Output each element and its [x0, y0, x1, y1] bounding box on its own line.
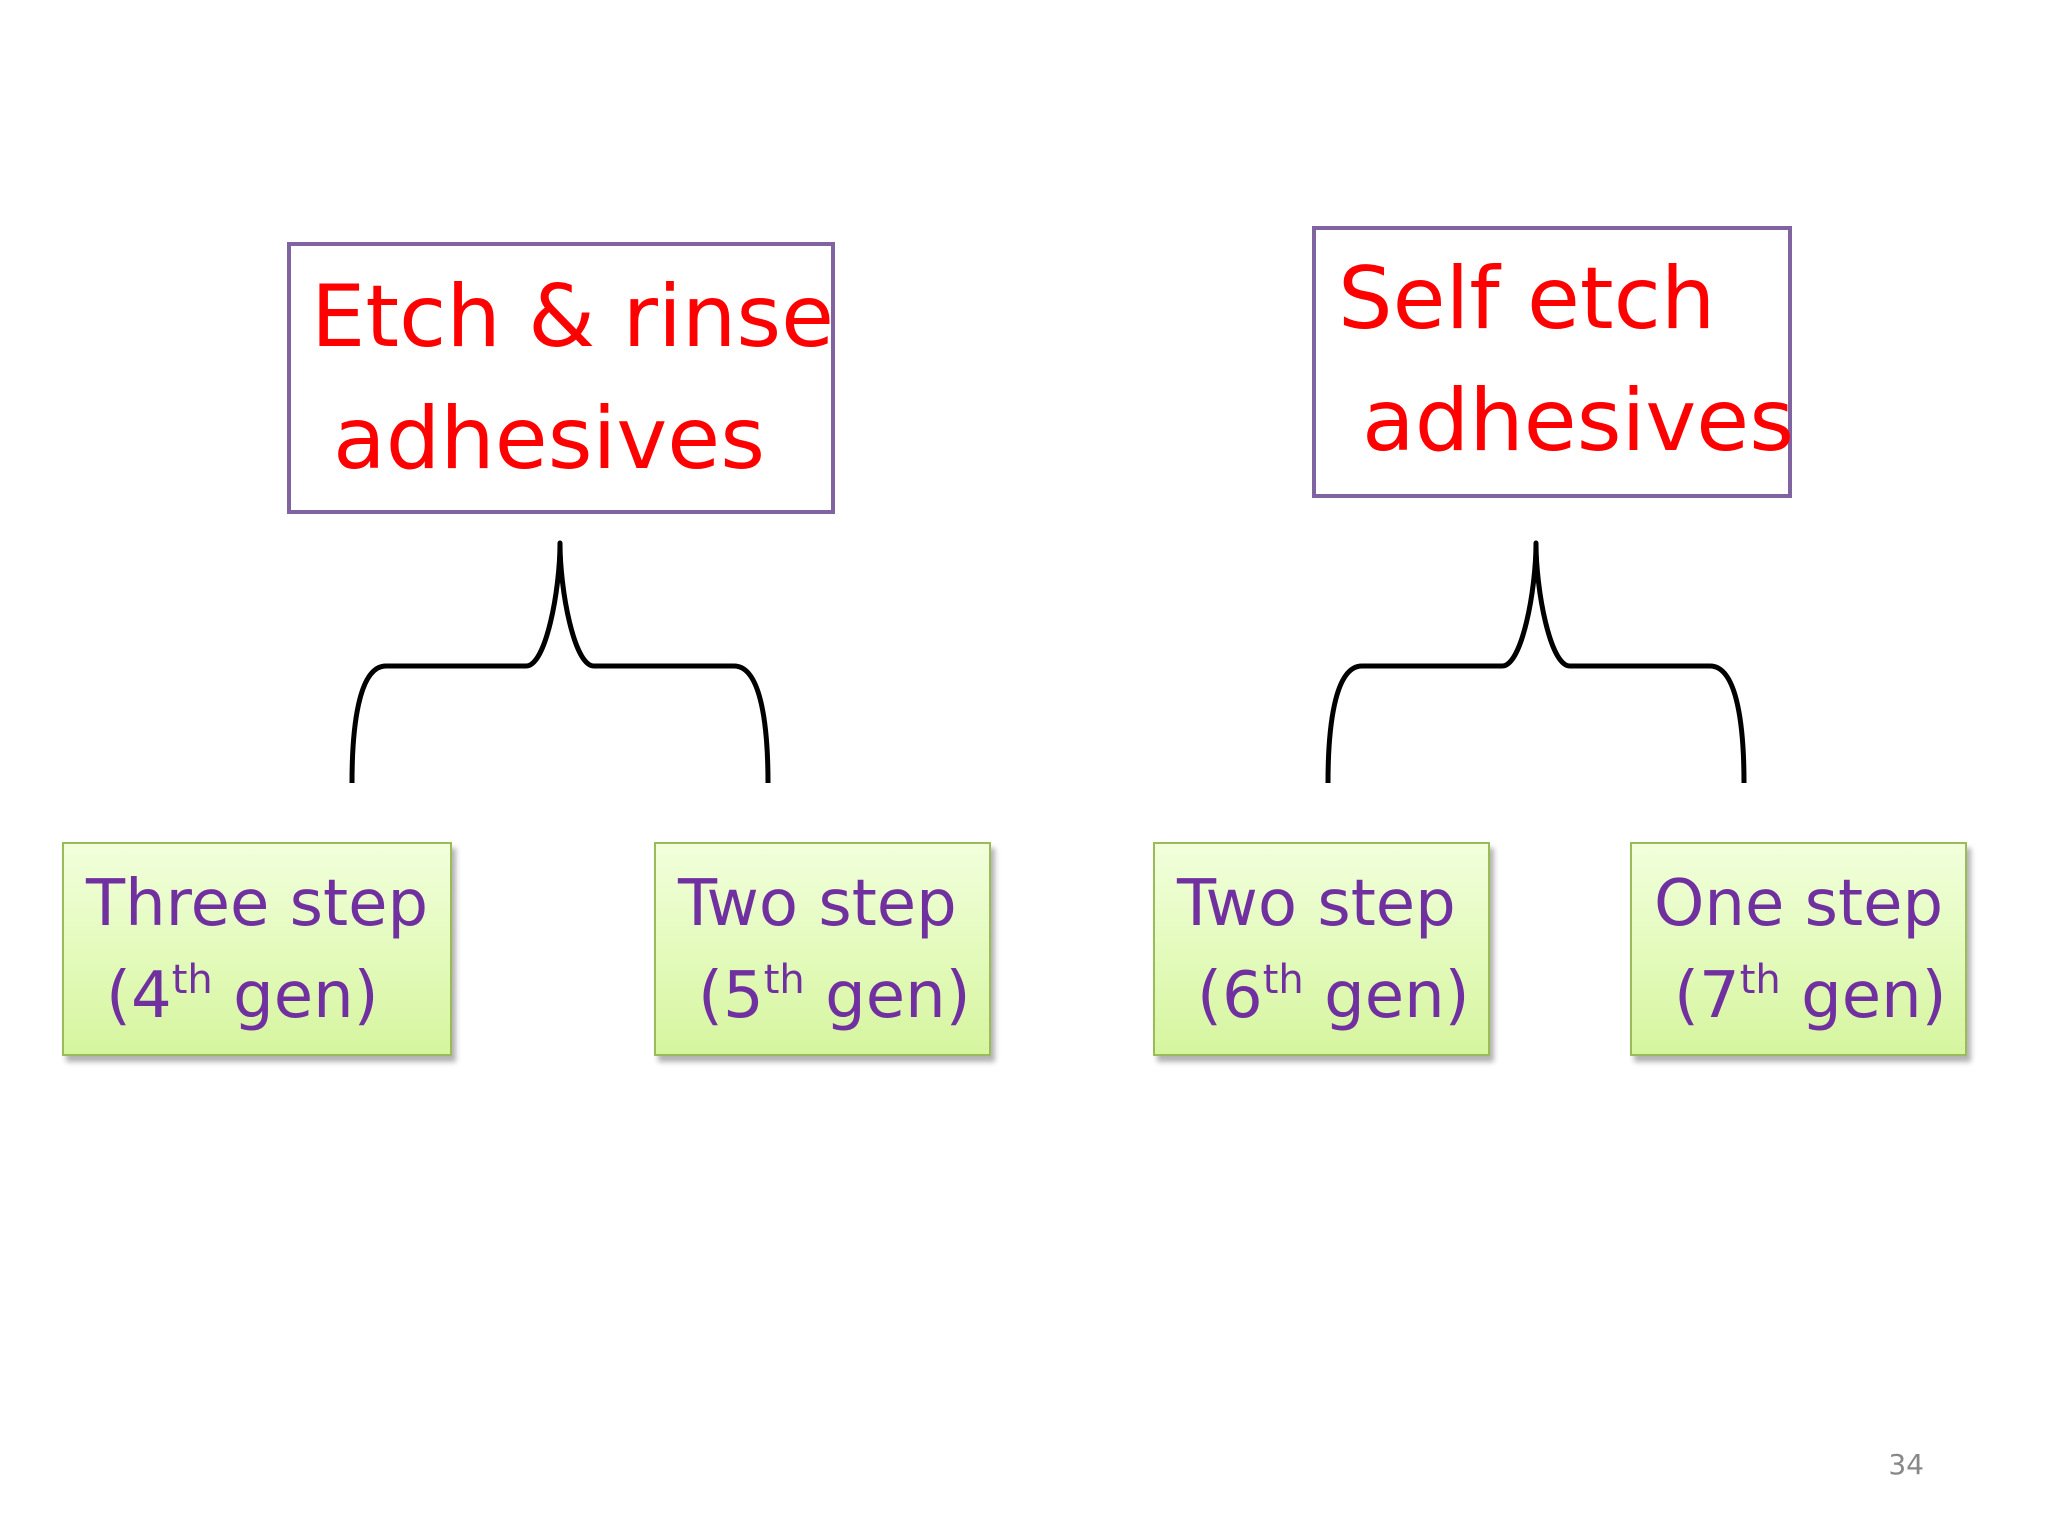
three-step-4th-gen-box: Three step (4th gen) [62, 842, 452, 1056]
etch-and-rinse-title-line2: adhesives [333, 389, 766, 489]
leaf-generation: (7th gen) [1654, 950, 1965, 1042]
two-step-6th-gen-box: Two step (6th gen) [1153, 842, 1490, 1056]
generation-open: (5 [698, 959, 764, 1033]
page-number: 34 [1888, 1448, 1924, 1481]
etch-and-rinse-title-line1: Etch & rinse [311, 267, 835, 367]
one-step-7th-gen-box: One step (7th gen) [1630, 842, 1967, 1056]
etch-and-rinse-box: Etch & rinse adhesives [287, 242, 835, 514]
self-etch-title-line2: adhesives [1362, 371, 1795, 471]
leaf-label: Two step [678, 867, 957, 941]
ordinal-suffix: th [1739, 957, 1781, 1003]
self-etch-box: Self etch adhesives [1312, 226, 1795, 498]
generation-close: gen) [212, 959, 379, 1033]
ordinal-suffix: th [763, 957, 805, 1003]
generation-close: gen) [804, 959, 971, 1033]
leaf-generation: (5th gen) [678, 950, 989, 1042]
bracket-right [1325, 540, 1747, 784]
generation-open: (6 [1197, 959, 1263, 1033]
leaf-generation: (6th gen) [1177, 950, 1488, 1042]
self-etch-title-line1: Self etch [1338, 249, 1716, 349]
leaf-label: Two step [1177, 867, 1456, 941]
leaf-label: Three step [86, 867, 429, 941]
generation-close: gen) [1303, 959, 1470, 1033]
generation-close: gen) [1780, 959, 1947, 1033]
ordinal-suffix: th [1262, 957, 1304, 1003]
bracket-left [349, 540, 771, 784]
ordinal-suffix: th [171, 957, 213, 1003]
leaf-label: One step [1654, 867, 1944, 941]
leaf-generation: (4th gen) [86, 950, 450, 1042]
generation-open: (4 [106, 959, 172, 1033]
two-step-5th-gen-box: Two step (5th gen) [654, 842, 991, 1056]
generation-open: (7 [1674, 959, 1740, 1033]
